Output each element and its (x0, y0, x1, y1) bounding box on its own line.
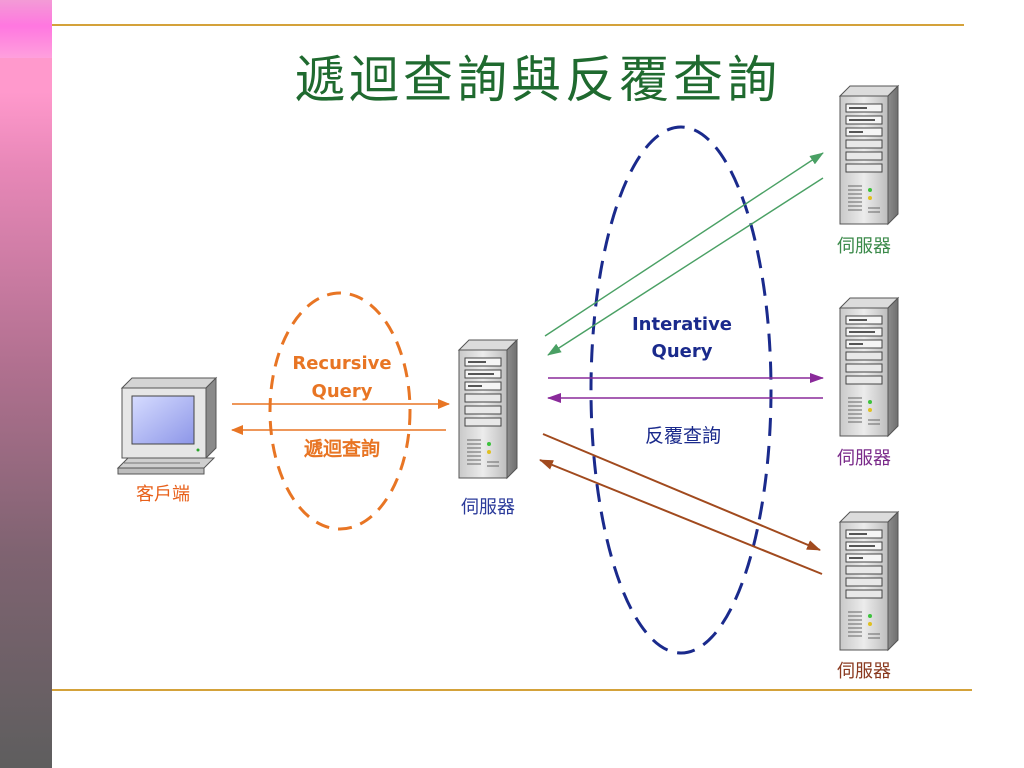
remote-server-1-icon (839, 85, 899, 225)
remote-server-3-label: 伺服器 (837, 661, 891, 682)
iterative-label-line1: Interative (632, 314, 732, 335)
client-computer-icon (116, 376, 218, 475)
remote-server-2-icon (839, 297, 899, 437)
recursive-label-line1: Recursive (292, 353, 391, 374)
client-label: 客戶端 (136, 484, 190, 505)
iterative-response-arrow-1 (547, 177, 824, 356)
iterative-request-arrow-1 (544, 152, 824, 337)
iterative-response-arrow-3 (539, 459, 823, 575)
remote-server-1-label: 伺服器 (837, 236, 891, 257)
local-server-icon (458, 339, 518, 479)
iterative-request-arrow-3 (542, 433, 821, 551)
iterative-query-ellipse (589, 125, 773, 655)
iterative-label-line2: Query (652, 341, 713, 362)
top-rule (52, 24, 964, 26)
remote-server-2-label: 伺服器 (837, 448, 891, 469)
sidebar-accent-block (0, 0, 52, 58)
local-server-label: 伺服器 (461, 497, 515, 518)
recursive-label-line2: Query (312, 381, 373, 402)
slide-title: 遞迴查詢與反覆查詢 (295, 51, 781, 109)
bottom-rule (52, 689, 972, 691)
sidebar-decoration (0, 0, 52, 768)
recursive-query-ellipse (268, 291, 412, 531)
remote-server-3-icon (839, 511, 899, 651)
iterative-label-chinese: 反覆查詢 (645, 425, 721, 447)
recursive-label-chinese: 遞迴查詢 (304, 437, 380, 460)
